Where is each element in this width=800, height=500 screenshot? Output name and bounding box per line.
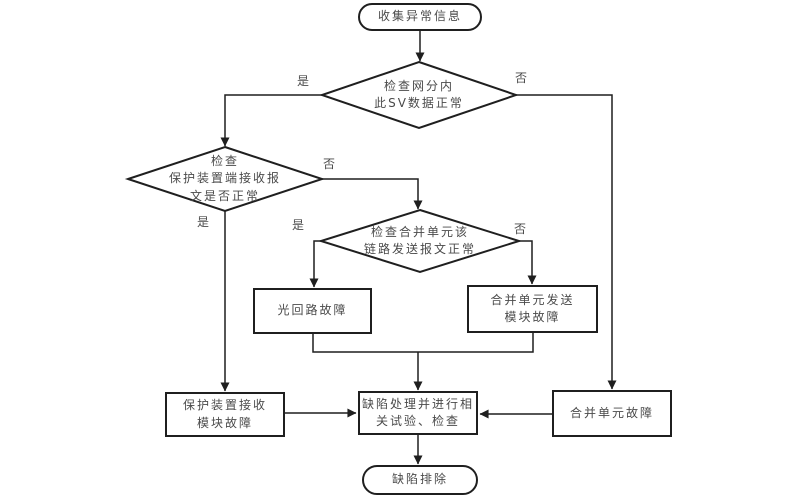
edge-check-sv-yes-to-check-protection-rx (220, 94, 322, 147)
branch-label-check-mu-link-yes: 是 (291, 216, 306, 233)
branch-label-check-protection-rx-yes: 是 (196, 213, 211, 230)
edge-check-mu-link-no-to-mu-tx-module-fault (519, 240, 537, 285)
edge-check-mu-link-yes-to-optical-loop-fault (309, 240, 321, 288)
branch-label-check-mu-link-no: 否 (513, 220, 528, 237)
protection-rx-module-fault-node: 保护装置接收 模块故障 (165, 392, 285, 437)
defect-handling-node: 缺陷处理并进行相 关试验、检查 (358, 391, 478, 435)
edge-merge-optical-and-mu-tx (312, 333, 534, 353)
edge-check-protection-rx-no-to-check-mu-link (322, 178, 423, 210)
merging-unit-fault-node: 合并单元故障 (552, 390, 672, 437)
decision-check-sv-label: 检查网分内 此SV数据正常 (374, 78, 464, 110)
branch-label-check-protection-rx-no: 否 (322, 155, 337, 172)
edge-check-sv-no-to-merging-unit-fault (516, 94, 617, 390)
start-node: 收集异常信息 (358, 3, 482, 31)
decision-check-mu-link-shape (317, 208, 523, 274)
optical-loop-fault-node: 光回路故障 (253, 288, 372, 334)
decision-check-mu-link-label: 检查合并单元该 链路发送报文正常 (363, 224, 476, 256)
mu-tx-module-fault-node: 合并单元发送 模块故障 (467, 285, 598, 333)
branch-label-check-sv-yes: 是 (296, 72, 311, 89)
end-node: 缺陷排除 (362, 465, 478, 495)
branch-label-check-sv-no: 否 (514, 69, 529, 86)
decision-check-sv-shape (318, 60, 520, 130)
decision-check-protection-rx-label: 检查 保护装置端接收报 文是否正常 (168, 153, 281, 203)
